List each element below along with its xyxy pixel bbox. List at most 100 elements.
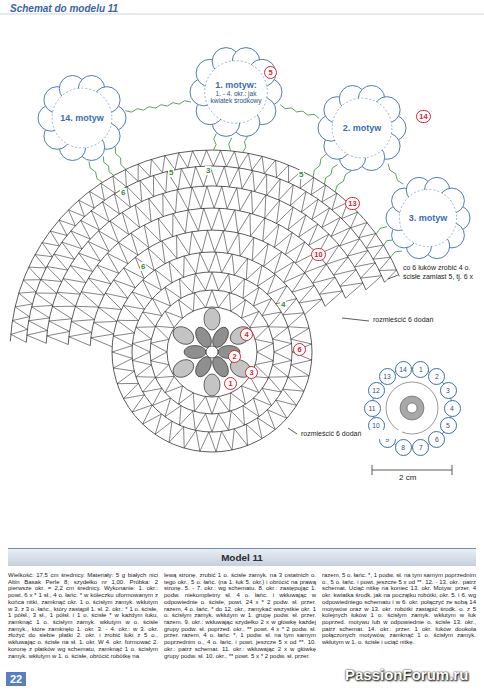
stitch-line [273,339,292,352]
stitch-line [165,398,181,417]
round-number: 6 [120,188,126,197]
stitch-line [269,365,289,377]
stitch-line [63,279,86,295]
round-line [68,208,345,344]
stitch-line [334,270,356,287]
stitch-line [32,305,53,318]
stitch-line [222,429,235,450]
stitch-line [267,400,287,418]
motif-position: 14 [395,361,412,378]
motif-fill [205,61,268,124]
stitch-line [238,213,251,236]
round-line [46,186,366,343]
stitch-line [163,194,176,217]
round-number: 6 [140,262,146,271]
stitch-line [143,280,162,299]
stitch-line [144,225,160,248]
stitch-line [156,365,175,378]
stitch-line [255,339,273,352]
stitch-line [153,388,171,405]
callout-number: 3 [245,366,258,379]
stitch-line [366,245,383,259]
chart-title: Schemat do modelu 11 [10,3,118,14]
stitch-line [15,304,32,317]
round-number: 5 [298,170,304,179]
stitch-line [201,150,214,166]
stitch-line [156,326,175,339]
stitch-line [155,414,172,434]
callout-number: 6 [293,343,306,356]
stitch-line [373,257,390,270]
stitch-line [275,233,293,255]
round-line [132,272,292,432]
inner-petal [184,346,206,359]
motif-text: 1. motyw:1. - 4. okr.: jak kwiatek środk… [209,46,262,138]
body-text: razem, 5 o. łańc. *, 1 podw. sł. na tym … [322,572,476,646]
stitch-line [177,235,190,258]
stitch-line [132,339,151,352]
stitch-line [143,405,162,424]
stitch-line [88,242,109,262]
stitch-line [191,167,204,188]
motif-round [332,98,392,158]
stitch-line [180,406,193,425]
section-heading: Model 11 [8,549,476,566]
stitch-line [283,377,304,391]
stitch-line [71,320,94,333]
stitch-line [151,352,169,365]
stitch-line [176,190,189,213]
stitch-line [184,427,196,448]
stitch-line [212,208,225,231]
position-number: 4 [445,401,460,416]
chain-line [313,154,326,177]
motif-label: 3. motyw [404,213,453,223]
stitch-line [196,253,209,274]
stitch-line [158,218,172,241]
stitch-line [222,254,235,275]
stitch-line [231,279,244,298]
stitch-line [252,244,268,267]
callout-number: 5 [264,66,277,79]
stitch-line [124,383,145,398]
instruction-note: rozmieścić 6 dodań [372,316,474,325]
leader-line [342,318,369,321]
stitch-line [165,311,182,327]
stitch-line [290,192,306,213]
position-number: 6 [429,432,444,447]
position-number: 11 [365,401,380,416]
chain-line [390,251,402,257]
stitch-line [132,395,152,412]
stitch-line [151,339,169,352]
stitch-line [149,199,163,222]
position-number: 7 [413,440,428,455]
stitch-line [215,231,228,254]
stitch-line [59,220,75,235]
stitch-line [196,430,209,451]
motif-flower: 3. motyw [386,176,470,260]
stitch-line [219,274,232,293]
outer-petal [170,323,197,348]
motif-round [399,189,456,246]
chain-line [376,227,387,235]
stitch-line [117,320,138,333]
stitch-line [262,312,281,327]
outer-petal [204,374,220,396]
stitch-line [27,331,48,344]
stitch-line [257,275,275,295]
stitch-line [202,230,215,252]
stitch-line [193,274,206,293]
outer-petal [204,308,220,330]
stitch-line [301,199,318,219]
stitch-line [313,277,335,294]
stitch-line [88,278,111,295]
stitch-line [54,254,75,270]
stitch-line [117,371,138,384]
stitch-line [138,164,150,181]
stitch-line [29,267,46,280]
motif-position: 13 [379,368,396,385]
stitch-line [276,299,297,315]
stitch-line [239,153,252,170]
stitch-line [300,178,314,195]
instruction-note: co 6 łuków zrobić 4 o. ścisłe zamiast 5,… [402,264,480,281]
stitch-line [213,150,226,166]
